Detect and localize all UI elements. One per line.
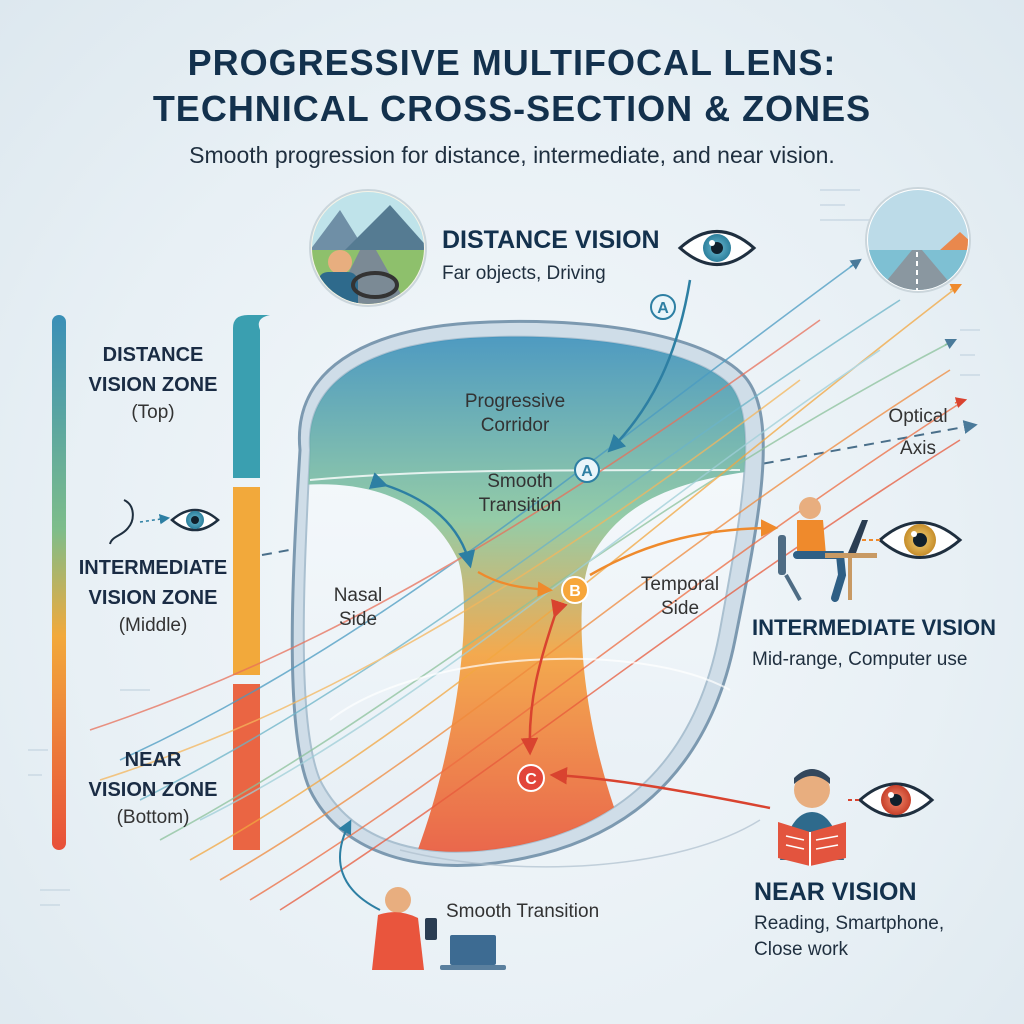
near-vision-desc-line2: Close work bbox=[754, 939, 848, 960]
corridor-label: Progressive Corridor bbox=[445, 390, 585, 438]
bottom-transition-arrow bbox=[338, 819, 381, 911]
smooth-transition-line2: Transition bbox=[478, 495, 562, 516]
near-vision-desc-line1: Reading, Smartphone, bbox=[754, 913, 945, 934]
distance-eye-icon bbox=[677, 230, 757, 266]
temporal-side-line2: Side bbox=[660, 598, 700, 619]
intermediate-ray-arrow bbox=[589, 519, 779, 577]
zone-brackets bbox=[233, 315, 270, 850]
smooth-transition-label: Smooth Transition bbox=[460, 470, 580, 518]
svg-text:A: A bbox=[657, 300, 669, 317]
nasal-double-arrow bbox=[368, 472, 476, 569]
intermediate-vision-title: INTERMEDIATE VISION bbox=[752, 615, 997, 640]
reader-icon bbox=[778, 769, 846, 866]
page-title-line1: PROGRESSIVE MULTIFOCAL LENS: bbox=[187, 42, 837, 83]
near-zone-line2: VISION ZONE bbox=[88, 779, 218, 801]
svg-text:A: A bbox=[581, 463, 593, 480]
intermediate-vision-callout: INTERMEDIATE VISION Mid-range, Computer … bbox=[752, 615, 996, 673]
page-title-line2: TECHNICAL CROSS-SECTION & ZONES bbox=[152, 88, 872, 129]
driving-scene-icon bbox=[309, 189, 427, 307]
nasal-side-line2: Side bbox=[338, 609, 378, 630]
near-vision-callout: NEAR VISION Reading, Smartphone, Close w… bbox=[754, 878, 944, 963]
intermediate-vision-desc: Mid-range, Computer use bbox=[752, 649, 968, 670]
near-zone-sub: (Bottom) bbox=[116, 807, 190, 828]
corridor-label-line2: Corridor bbox=[480, 415, 550, 436]
page-subtitle: Smooth progression for distance, interme… bbox=[189, 142, 835, 168]
distance-ray-arrow bbox=[607, 279, 692, 453]
phone-user-icon bbox=[372, 887, 506, 970]
optical-axis-line1: Optical bbox=[888, 406, 948, 427]
temporal-side-label: Temporal Side bbox=[625, 573, 735, 621]
near-eye-icon bbox=[857, 782, 935, 818]
bottom-transition-label: Smooth Transition bbox=[446, 901, 600, 922]
distance-zone-line2: VISION ZONE bbox=[88, 374, 218, 396]
road-scene-icon bbox=[865, 187, 971, 293]
intermediate-zone-line1: INTERMEDIATE bbox=[78, 557, 228, 579]
marker-b: B bbox=[561, 576, 589, 604]
background-grid-lines bbox=[28, 189, 980, 906]
zone-gradient-bar bbox=[52, 315, 66, 850]
distance-vision-callout: DISTANCE VISION Far objects, Driving bbox=[442, 226, 660, 287]
smooth-transition-line1: Smooth bbox=[487, 471, 553, 492]
side-eye-icon bbox=[109, 499, 220, 545]
marker-c: C bbox=[517, 764, 545, 792]
near-ray-arrow bbox=[549, 767, 771, 810]
corridor-label-line1: Progressive bbox=[464, 391, 566, 412]
near-zone-line1: NEAR bbox=[124, 749, 182, 771]
light-rays bbox=[89, 259, 966, 911]
intermediate-eye-icon bbox=[877, 521, 963, 559]
optical-axis-label: Optical Axis bbox=[868, 405, 968, 461]
ray-arrowheads bbox=[849, 258, 968, 408]
marker-a-lens: A bbox=[574, 457, 600, 483]
near-zone-label: NEAR VISION ZONE (Bottom) bbox=[78, 745, 228, 831]
near-vision-title: NEAR VISION bbox=[754, 878, 917, 906]
temporal-side-line1: Temporal bbox=[640, 574, 720, 595]
nasal-side-line1: Nasal bbox=[333, 585, 383, 606]
distance-zone-label: DISTANCE VISION ZONE (Top) bbox=[78, 340, 228, 426]
intermediate-zone-sub: (Middle) bbox=[118, 615, 188, 636]
marker-a-top: A bbox=[650, 294, 676, 320]
nasal-side-label: Nasal Side bbox=[318, 584, 398, 632]
computer-user-icon bbox=[778, 497, 877, 602]
optical-axis-line2: Axis bbox=[900, 438, 936, 459]
distance-zone-sub: (Top) bbox=[131, 402, 175, 423]
intermediate-zone-label: INTERMEDIATE VISION ZONE (Middle) bbox=[72, 553, 234, 639]
distance-zone-line1: DISTANCE bbox=[102, 344, 204, 366]
near-double-arrow bbox=[520, 598, 568, 756]
distance-vision-desc: Far objects, Driving bbox=[442, 263, 606, 284]
svg-text:B: B bbox=[569, 583, 581, 600]
svg-text:C: C bbox=[525, 771, 537, 788]
intermediate-zone-line2: VISION ZONE bbox=[88, 587, 218, 609]
distance-vision-title: DISTANCE VISION bbox=[442, 226, 660, 254]
